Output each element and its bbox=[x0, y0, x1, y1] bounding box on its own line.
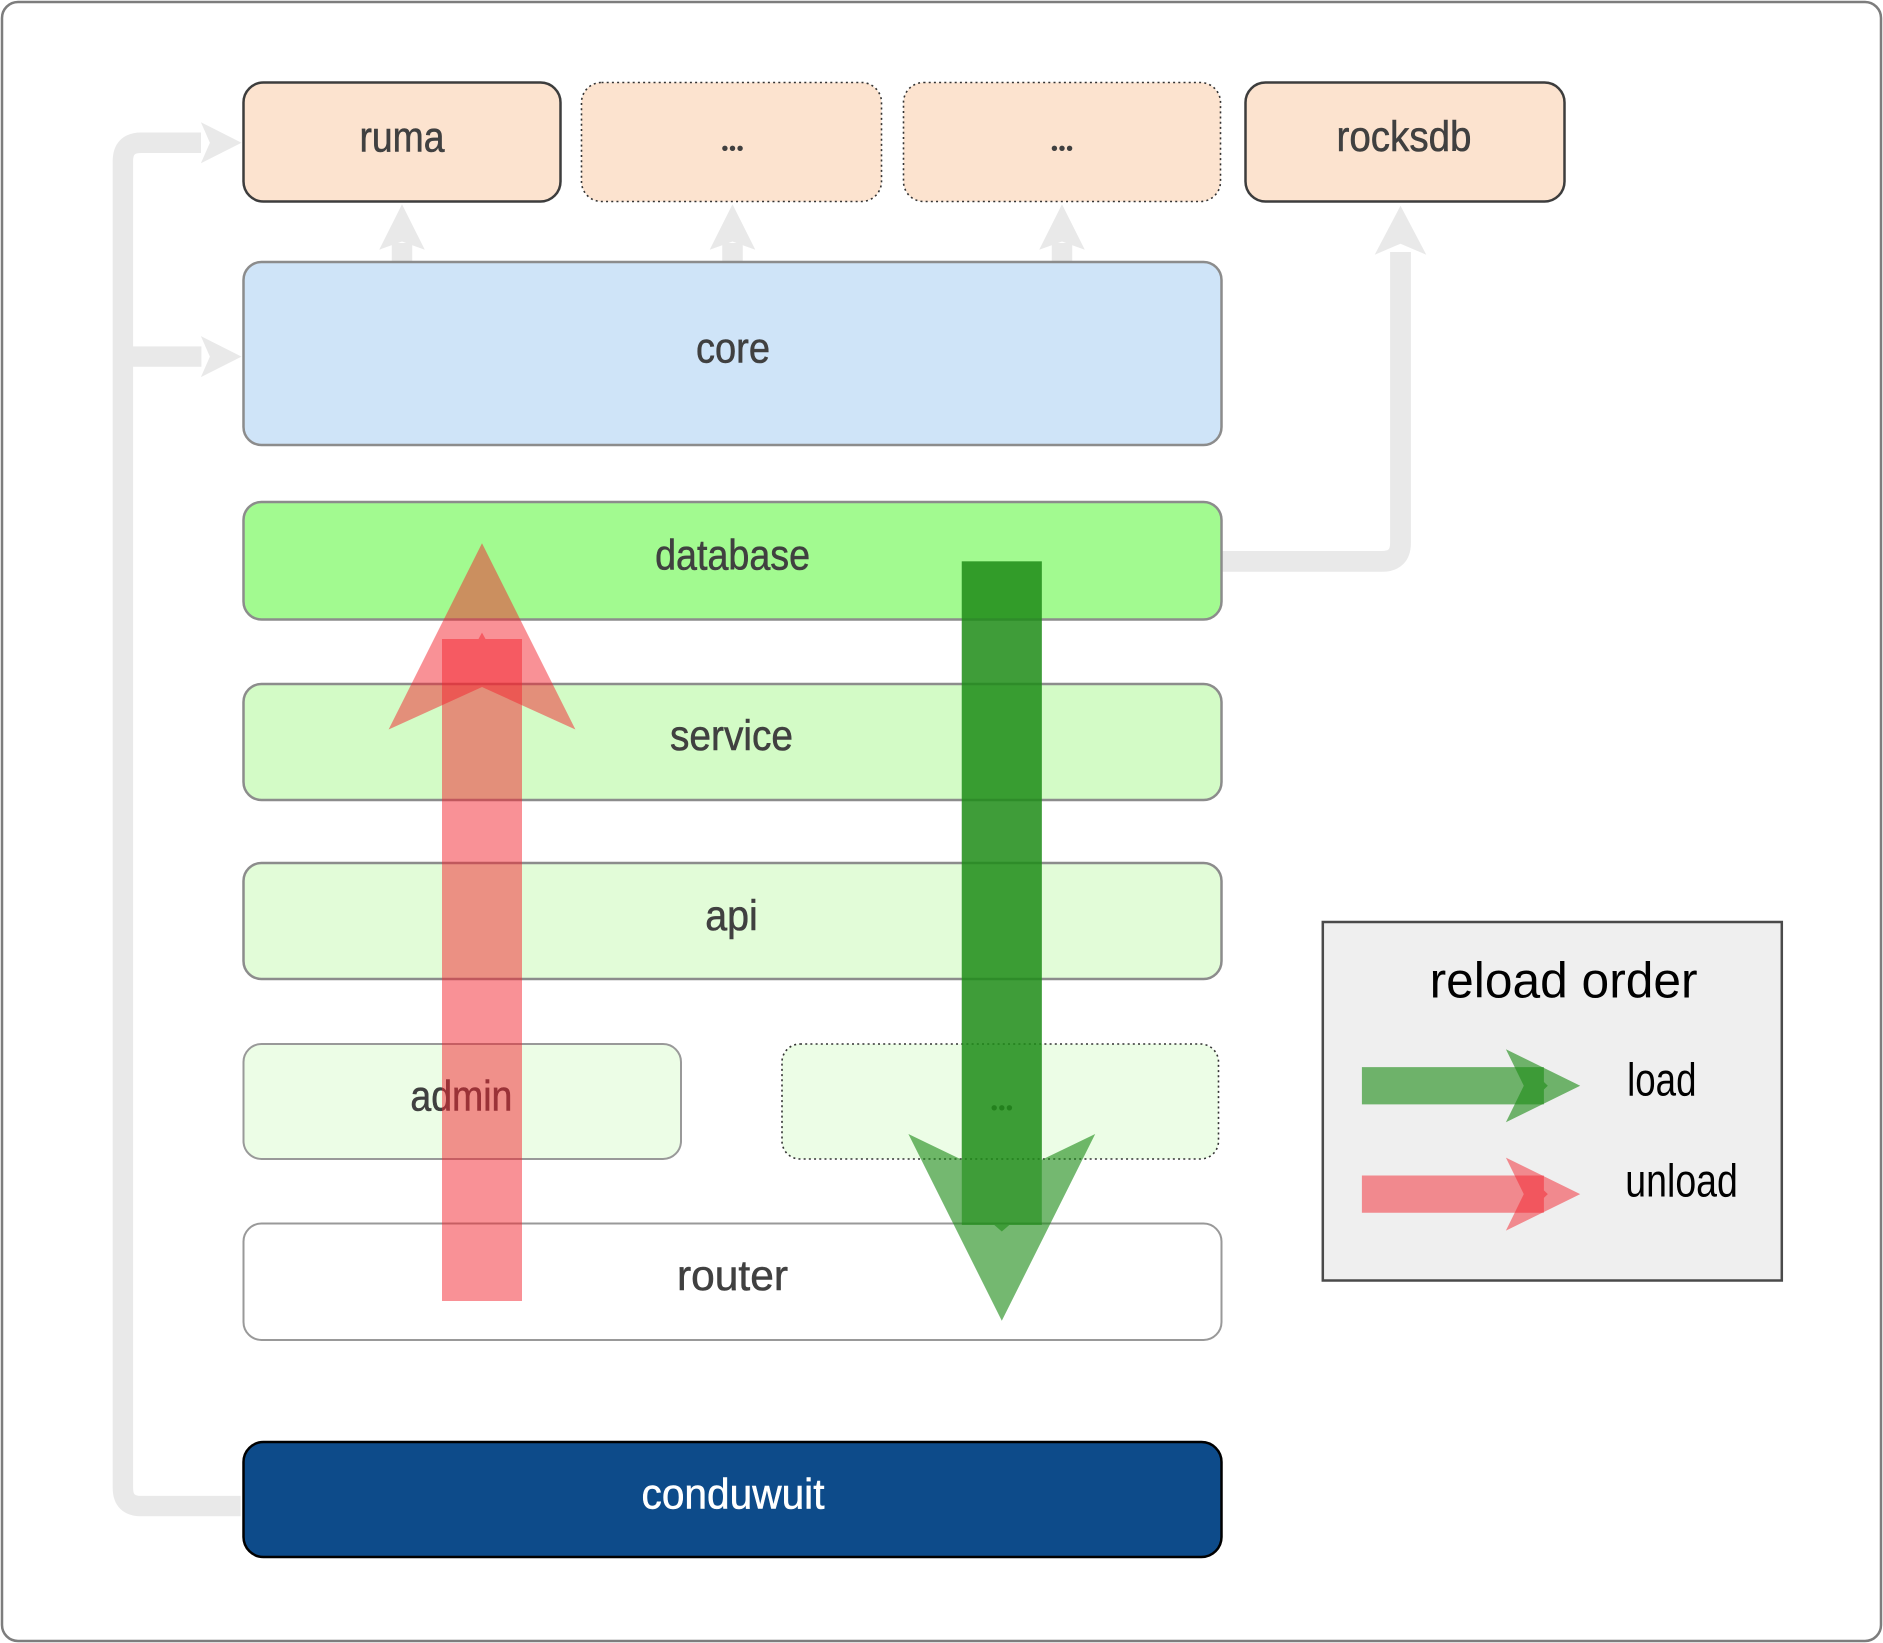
svg-text:ruma: ruma bbox=[360, 114, 445, 162]
svg-text:unload: unload bbox=[1625, 1154, 1738, 1206]
svg-text:database: database bbox=[655, 532, 810, 580]
svg-text:rocksdb: rocksdb bbox=[1337, 113, 1472, 161]
svg-text:conduwuit: conduwuit bbox=[642, 1471, 825, 1519]
svg-text:api: api bbox=[705, 892, 758, 940]
svg-text:core: core bbox=[696, 325, 770, 373]
svg-text:service: service bbox=[670, 712, 793, 760]
svg-text:load: load bbox=[1627, 1053, 1696, 1105]
svg-text:router: router bbox=[677, 1252, 788, 1300]
svg-text:reload order: reload order bbox=[1430, 953, 1698, 1009]
